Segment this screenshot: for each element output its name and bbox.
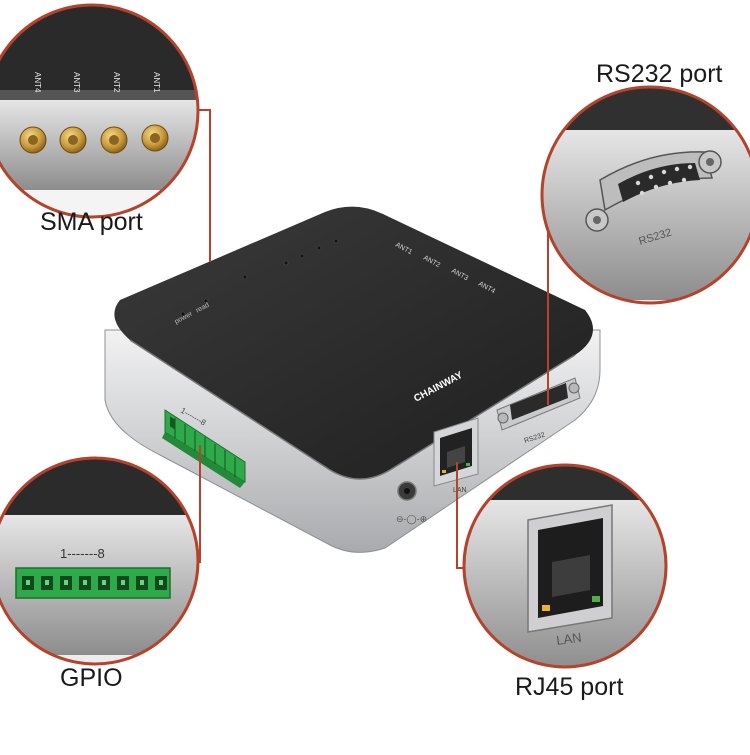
dc-power-jack: ⊖-◯-⊕ [396,481,427,525]
sma-port-zoom: ANT4 ANT3 ANT2 ANT1 [0,3,200,219]
sma-port-callout-label: SMA port [40,208,143,236]
zoom-ant3-label: ANT3 [72,72,81,93]
gpio-callout-label: GPIO [60,664,123,692]
rs232-screw-icon [698,150,722,174]
rj45-zoom: LAN [462,463,668,669]
rfid-reader-device: power read ANT1 ANT2 ANT3 ANT4 CHAINWAY [104,206,601,553]
zoom-ant1-label: ANT1 [152,72,161,93]
rs232-port-zoom: RS232 [540,85,750,305]
gpio-terminal-block: 1-------8 [162,406,246,488]
rj45-lan-label: LAN [453,487,467,494]
gpio-zoom: 1-------8 [0,456,200,666]
zoom-rj45-lan-label: LAN [555,630,582,648]
led-indicators [180,238,339,317]
zoom-ant4-label: ANT4 [33,72,42,93]
zoom-gpio-range-label: 1-------8 [60,546,105,561]
sma-connectors [19,124,169,154]
rj45-port-callout-label: RJ45 port [515,673,624,701]
rj45-port: LAN [433,417,479,494]
rs232-port-callout-label: RS232 port [596,60,723,88]
rs232-screw-icon [585,208,609,232]
dc-polarity-symbol: ⊖-◯-⊕ [396,514,427,525]
zoom-ant2-label: ANT2 [112,72,121,93]
